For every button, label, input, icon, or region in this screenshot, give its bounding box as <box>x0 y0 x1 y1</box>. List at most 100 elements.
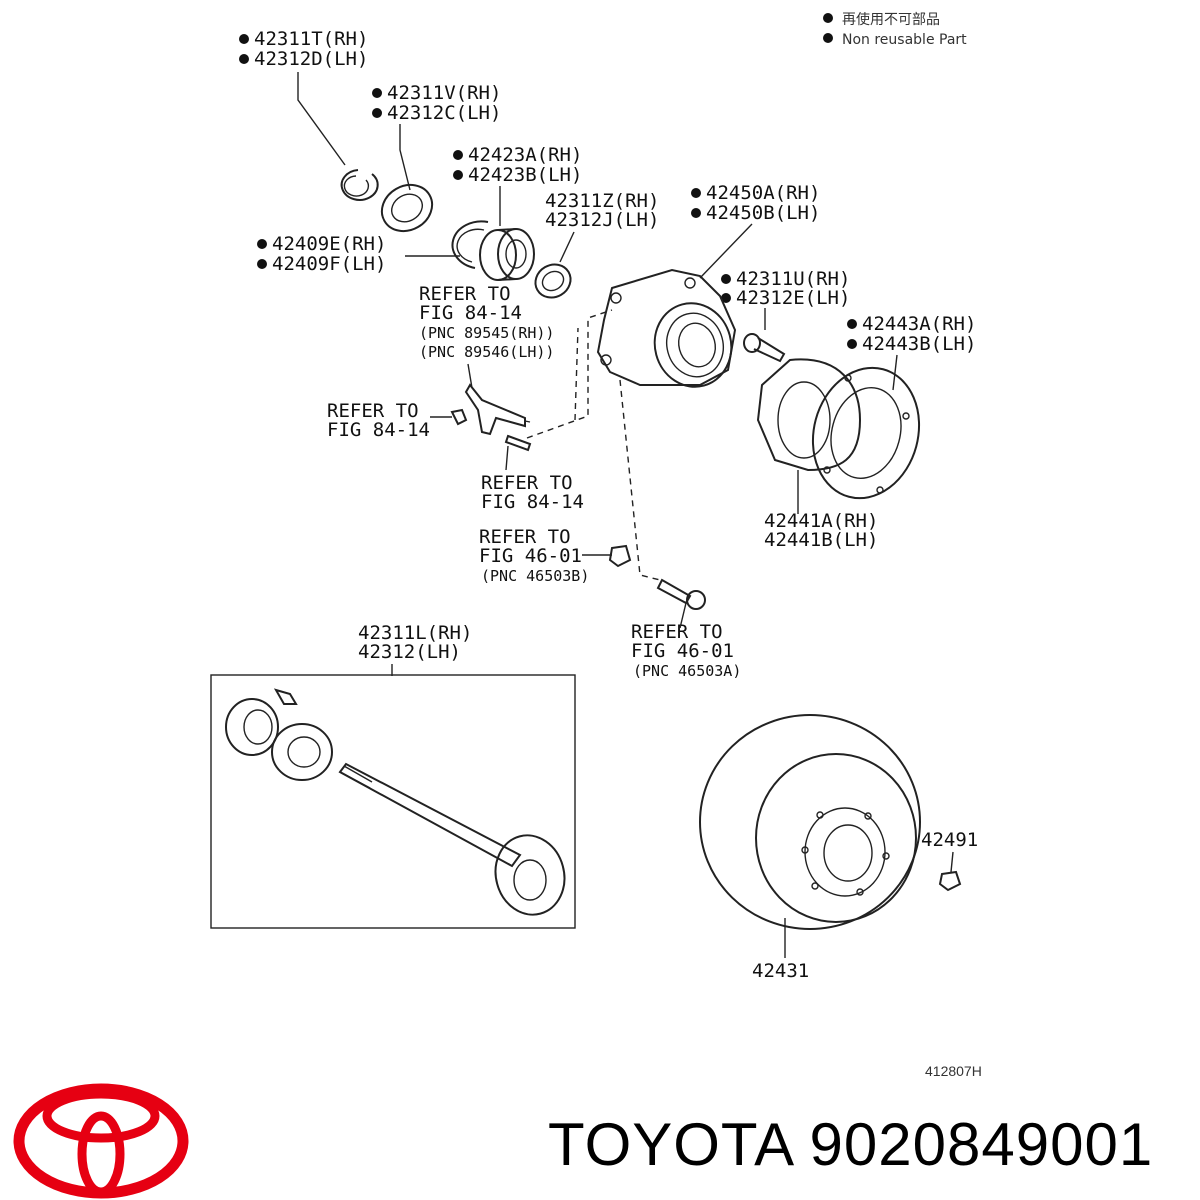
label-42423B: 42423B(LH) <box>468 164 582 186</box>
label-42312: 42312(LH) <box>358 641 461 663</box>
drum-hole-5 <box>811 882 819 890</box>
gasket-42443A-hole-3 <box>876 486 884 494</box>
carrier-bore-inner <box>678 322 716 368</box>
leader-42491 <box>950 851 954 873</box>
bearing-42423A-body <box>497 228 517 281</box>
bullet-42423B <box>453 170 463 180</box>
axle-gasket-plate-bore <box>287 736 321 768</box>
label-42312D: 42312D(LH) <box>254 48 368 70</box>
gasket-42443A-hole-4 <box>823 466 831 474</box>
label-42312E: 42312E(LH) <box>736 287 850 309</box>
hub-bolt-head <box>686 590 706 610</box>
brake-drum-bore <box>823 824 873 882</box>
hub-nut <box>608 544 632 568</box>
emblem-vertical-ellipse <box>77 1111 125 1197</box>
ref1-line4: (PNC 89546(LH)) <box>419 343 554 361</box>
leader-ref3 <box>505 445 509 471</box>
toyota-logo <box>13 1083 189 1199</box>
stud-bolt <box>504 434 532 452</box>
bullet-42423A <box>453 150 463 160</box>
backing-plate-42441A-bore <box>777 381 831 459</box>
brake-drum-back <box>699 714 921 930</box>
label-42312J: 42312J(LH) <box>545 209 659 231</box>
legend-japanese: 再使用不可部品 <box>842 11 940 28</box>
brand-title: TOYOTA 9020849001 <box>548 1111 1154 1178</box>
emblem-horizontal-ellipse <box>42 1089 160 1143</box>
abs-sensor-cable <box>524 420 531 423</box>
brake-drum-face <box>755 753 917 923</box>
gasket-42443A-hole-2 <box>902 412 910 420</box>
label-42441B: 42441B(LH) <box>764 529 878 551</box>
bolt-42311U-head <box>743 333 761 353</box>
leader-42450A <box>699 223 753 279</box>
label-42409F: 42409F(LH) <box>272 253 386 275</box>
assembly-dash-1 <box>526 309 613 439</box>
label-42441A: 42441A(RH) <box>764 510 878 532</box>
assembly-dash-3 <box>619 379 661 581</box>
label-42491: 42491 <box>921 829 978 851</box>
bullet-42311V <box>372 88 382 98</box>
label-42450B: 42450B(LH) <box>706 202 820 224</box>
leader-42443A <box>892 354 898 391</box>
figure-code: 412807H <box>925 1063 982 1079</box>
ref4-line2: FIG 46-01 <box>479 545 582 567</box>
hub-bolt <box>656 578 692 605</box>
carrier-bore-outer <box>653 302 733 388</box>
assembly-dash-2 <box>574 327 579 421</box>
drum-hole-1 <box>816 811 824 819</box>
axle-flange-hub <box>513 859 547 901</box>
bearing-42423A-bore <box>505 239 527 269</box>
gasket-42443A <box>811 366 921 500</box>
oil-seal-42311Z <box>534 263 572 299</box>
ref5-line2: FIG 46-01 <box>631 640 734 662</box>
abs-sensor <box>464 383 526 436</box>
ref5-line1: REFER TO <box>631 621 723 643</box>
axle-carrier-42450A <box>596 268 737 386</box>
axle-gasket-plate <box>271 723 333 781</box>
snap-ring-42311T-inner <box>343 175 370 197</box>
bullet-42312E <box>721 293 731 303</box>
snap-ring-42311T <box>340 169 379 201</box>
bolt-42311U-shank <box>753 337 786 363</box>
bullet-42409F <box>257 259 267 269</box>
ref1-line3: (PNC 89545(RH)) <box>419 324 554 342</box>
ref2-line2: FIG 84-14 <box>327 419 430 441</box>
bullet-42311T <box>239 34 249 44</box>
ref1-line1: REFER TO <box>419 283 511 305</box>
label-42311U: 42311U(RH) <box>736 268 850 290</box>
ref4-line1: REFER TO <box>479 526 571 548</box>
ref2-line1: REFER TO <box>327 400 419 422</box>
leader-42311T <box>297 72 346 166</box>
drum-hole-3 <box>882 852 890 860</box>
snap-ring-42409E-inner <box>456 228 485 263</box>
sensor-bolt <box>450 408 468 426</box>
legend-bullet-jp <box>823 13 833 23</box>
snap-ring-42409E <box>451 220 489 269</box>
label-42443A: 42443A(RH) <box>862 313 976 335</box>
bullet-42450B <box>691 208 701 218</box>
leader-42311Z <box>559 231 575 263</box>
bullet-42450A <box>691 188 701 198</box>
label-42312C: 42312C(LH) <box>387 102 501 124</box>
brake-drum-hub <box>804 807 886 897</box>
toyota-emblem <box>13 1083 189 1199</box>
axle-retainer-plate-bore <box>243 709 273 745</box>
axle-spline <box>339 765 373 789</box>
leader-ref5 <box>679 602 687 629</box>
carrier-mount-hole-1 <box>610 292 622 304</box>
label-42431: 42431 <box>752 960 809 982</box>
drum-hole-6 <box>801 846 809 854</box>
drum-hole-4 <box>856 888 864 896</box>
carrier-mount-hole-3 <box>684 277 696 289</box>
label-42409E: 42409E(RH) <box>272 233 386 255</box>
label-42311V: 42311V(RH) <box>387 82 501 104</box>
backing-plate-42441A <box>756 358 862 472</box>
bullet-42311U <box>721 274 731 284</box>
gasket-42443A-bore <box>830 387 902 479</box>
plug-42491 <box>938 870 962 892</box>
axle-retainer-plate <box>225 698 279 756</box>
label-42423A: 42423A(RH) <box>468 144 582 166</box>
drum-hole-2 <box>864 812 872 820</box>
